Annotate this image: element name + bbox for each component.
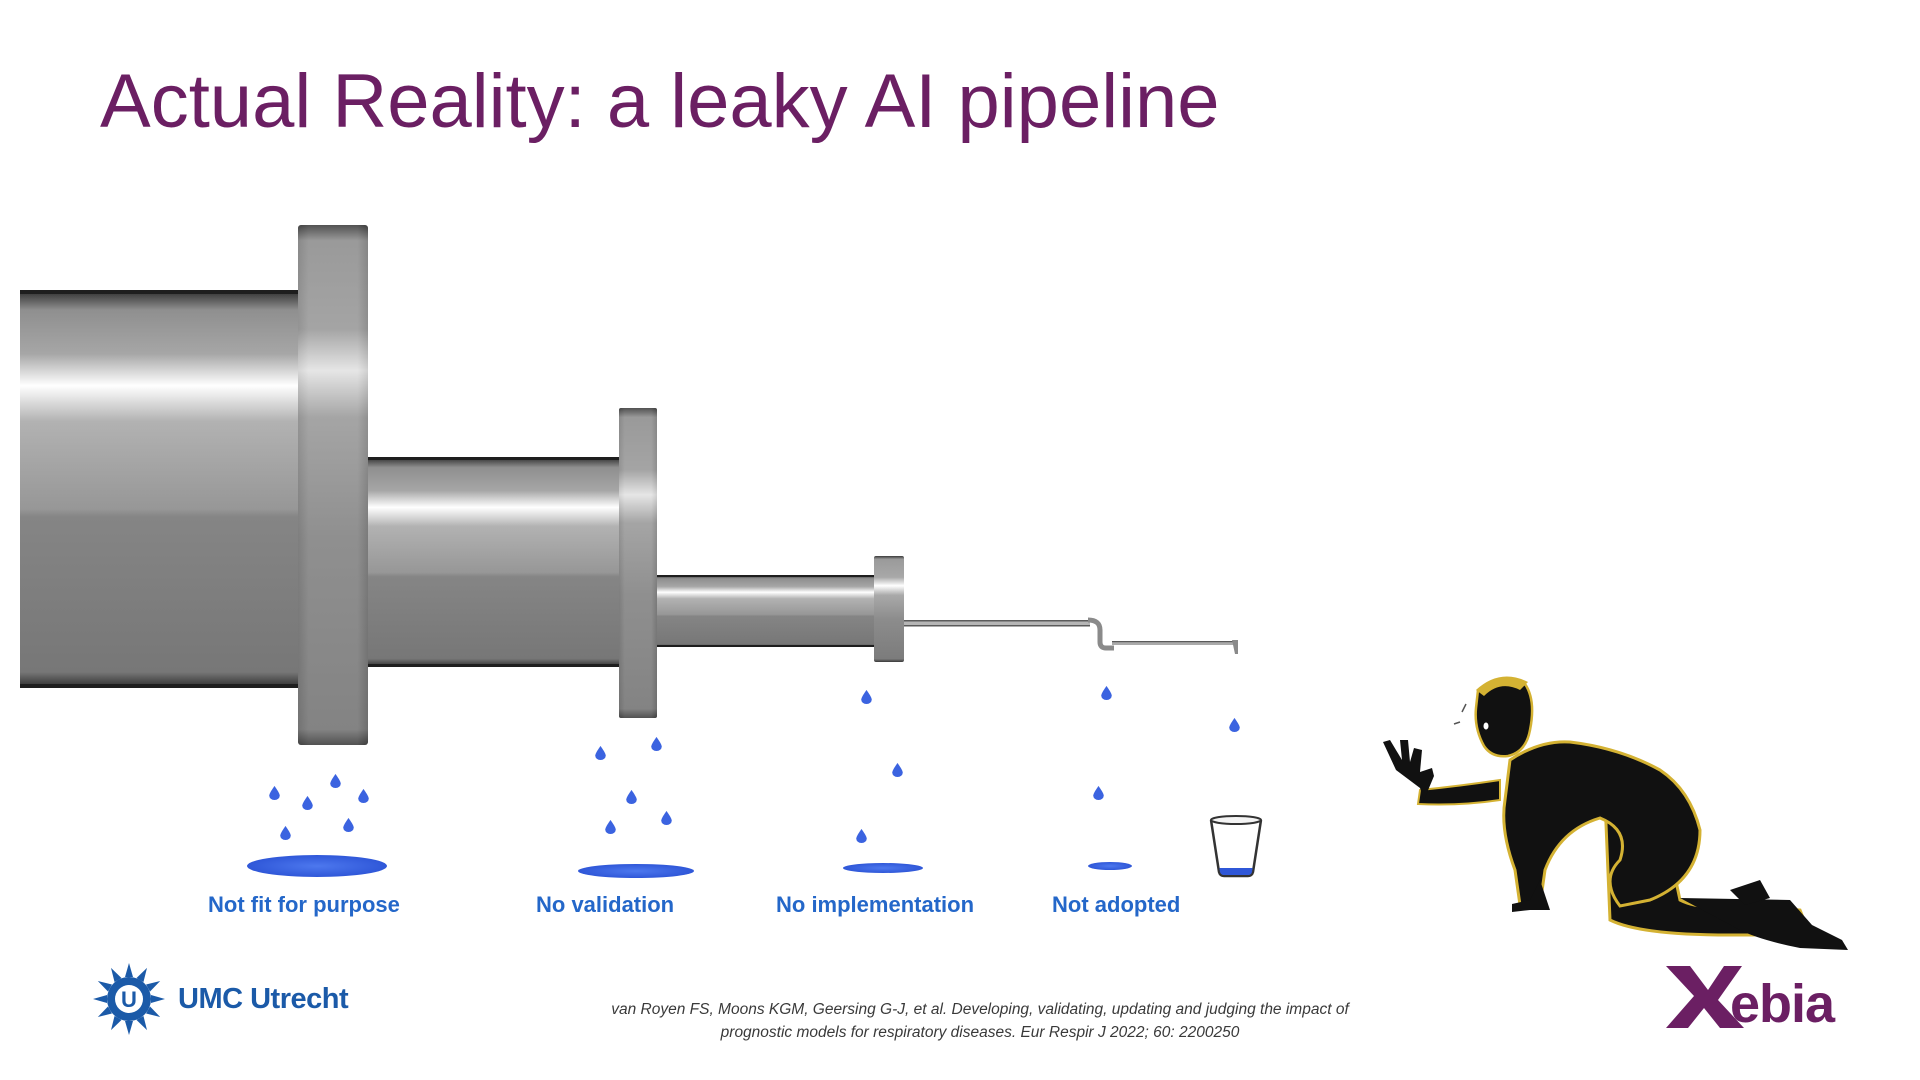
stage-label-no-implementation: No implementation bbox=[776, 892, 975, 917]
water-drops-stage-1 bbox=[269, 774, 369, 840]
water-drops-stage-3 bbox=[856, 690, 903, 843]
water-puddle-4 bbox=[1088, 862, 1132, 870]
glass-icon bbox=[1209, 815, 1263, 878]
flange-medium bbox=[619, 408, 657, 718]
pipe-segment-medium bbox=[368, 457, 620, 667]
citation: van Royen FS, Moons KGM, Geersing G-J, e… bbox=[520, 998, 1440, 1044]
umc-sun-icon: U bbox=[93, 963, 165, 1035]
slide-title: Actual Reality: a leaky AI pipeline bbox=[100, 59, 1220, 144]
flange-small bbox=[874, 556, 904, 662]
flange-large bbox=[298, 225, 368, 745]
water-puddle-1 bbox=[247, 855, 387, 877]
water-drops-stage-2 bbox=[595, 737, 672, 834]
water-puddle-2 bbox=[578, 864, 694, 878]
umc-utrecht-logo-text: UMC Utrecht bbox=[178, 982, 349, 1015]
thin-tube bbox=[904, 617, 1238, 654]
stage-label-no-validation: No validation bbox=[536, 892, 675, 917]
stage-label-not-fit: Not fit for purpose bbox=[208, 892, 400, 917]
xebia-logo: ebia bbox=[1666, 966, 1837, 1032]
citation-line-2: prognostic models for respiratory diseas… bbox=[720, 1024, 1240, 1041]
pipe-segment-small bbox=[657, 575, 875, 647]
pipe-segment-large bbox=[20, 290, 302, 688]
umc-utrecht-logo: U UMC Utrecht bbox=[92, 962, 349, 1036]
water-drops-stage-4 bbox=[1093, 686, 1112, 800]
citation-line-1: van Royen FS, Moons KGM, Geersing G-J, e… bbox=[611, 1001, 1349, 1018]
water-puddle-3 bbox=[843, 863, 923, 873]
svg-text:U: U bbox=[121, 987, 137, 1012]
svg-text:ebia: ebia bbox=[1730, 974, 1836, 1032]
water-drop-final bbox=[1229, 718, 1240, 732]
kneeling-man-illustration bbox=[1383, 676, 1848, 950]
stage-label-not-adopted: Not adopted bbox=[1052, 892, 1181, 917]
